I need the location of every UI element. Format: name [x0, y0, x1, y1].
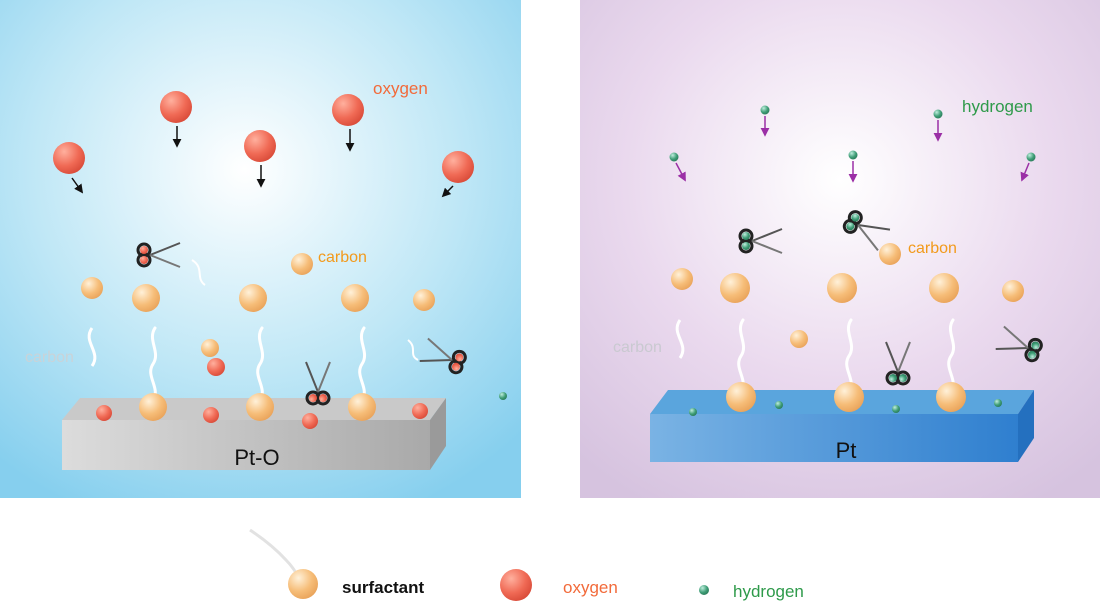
down-arrow: [71, 177, 84, 194]
scissors-icon: [304, 360, 332, 406]
oxygen-atom: [244, 130, 276, 162]
oxygen-atom: [160, 91, 192, 123]
substrate-label: Pt-O: [234, 445, 279, 470]
surfactant-top: [929, 273, 959, 303]
oxygen-atom: [442, 151, 474, 183]
down-arrow: [1020, 162, 1030, 182]
surface-oxygen: [302, 413, 318, 429]
legend-surfactant-label: surfactant: [342, 578, 425, 597]
carbon-atom: [790, 330, 808, 348]
legend-surfactant-tail: [249, 528, 302, 581]
hydrogen-atom: [1026, 152, 1036, 162]
substrate-label: Pt: [836, 438, 857, 463]
scissors-icon: [840, 207, 892, 252]
hydrogen-atom: [848, 150, 858, 160]
left-panel: oxygen Pt-O: [0, 0, 521, 498]
legend-hydrogen-label: hydrogen: [733, 582, 804, 601]
carbon-fragment: [675, 319, 685, 359]
surfactant-head: [834, 382, 864, 412]
hydrogen-atom: [760, 105, 770, 115]
surface-oxygen: [412, 403, 428, 419]
surfactant-top: [720, 273, 750, 303]
surface-hydrogen: [994, 399, 1002, 407]
surfactant-top: [132, 284, 160, 312]
carbon-atom: [671, 268, 693, 290]
carbon-fragment-label: carbon: [613, 339, 662, 356]
carbon-fragment: [87, 327, 97, 367]
stray-hydrogen-atom: [499, 392, 507, 400]
surface-oxygen: [203, 407, 219, 423]
hydrogen-atom: [933, 109, 943, 119]
scissors-icon: [994, 324, 1045, 365]
legend-hydrogen-icon: [699, 585, 709, 595]
carbon-atom: [413, 289, 435, 311]
surfactant-top: [827, 273, 857, 303]
carbon-atom: [291, 253, 313, 275]
right-panel: hydrogen Pt carbon: [580, 0, 1100, 498]
surfactant-top: [341, 284, 369, 312]
surfactant-chains: [132, 284, 376, 421]
scissors-icon: [418, 336, 469, 377]
surface-oxygen: [96, 405, 112, 421]
falling-oxygen: [53, 91, 474, 198]
surface-hydrogen: [775, 401, 783, 409]
oxygen-atom: [207, 358, 225, 376]
scissors-icon: [884, 340, 912, 386]
surfactant-head: [139, 393, 167, 421]
surfactant-top: [239, 284, 267, 312]
hydrogen-atom: [669, 152, 679, 162]
legend-surfactant-icon: [288, 569, 318, 599]
oxygen-atom: [53, 142, 85, 174]
surfactant-head: [726, 382, 756, 412]
down-arrow: [675, 162, 686, 182]
scissors-icon: [738, 227, 784, 255]
surfactant-head: [936, 382, 966, 412]
carbon-fragment-label: carbon: [25, 349, 74, 366]
surface-hydrogen: [892, 405, 900, 413]
hydrogen-label: hydrogen: [962, 97, 1033, 116]
surface-hydrogen: [689, 408, 697, 416]
surfactant-chains: [720, 273, 966, 412]
scissors-icon: [136, 241, 182, 269]
carbon-atom: [1002, 280, 1024, 302]
legend-oxygen-label: oxygen: [563, 578, 618, 597]
oxygen-label: oxygen: [373, 79, 428, 98]
carbon-atom: [879, 243, 901, 265]
legend-oxygen-icon: [500, 569, 532, 601]
legend: surfactant oxygen hydrogen: [249, 528, 804, 601]
carbon-atom: [201, 339, 219, 357]
surfactant-head: [348, 393, 376, 421]
carbon-label: carbon: [318, 249, 367, 266]
carbon-atom: [81, 277, 103, 299]
falling-hydrogen: [669, 105, 1036, 183]
surfactant-head: [246, 393, 274, 421]
oxygen-atom: [332, 94, 364, 126]
carbon-label: carbon: [908, 240, 957, 257]
down-arrow: [441, 185, 454, 198]
